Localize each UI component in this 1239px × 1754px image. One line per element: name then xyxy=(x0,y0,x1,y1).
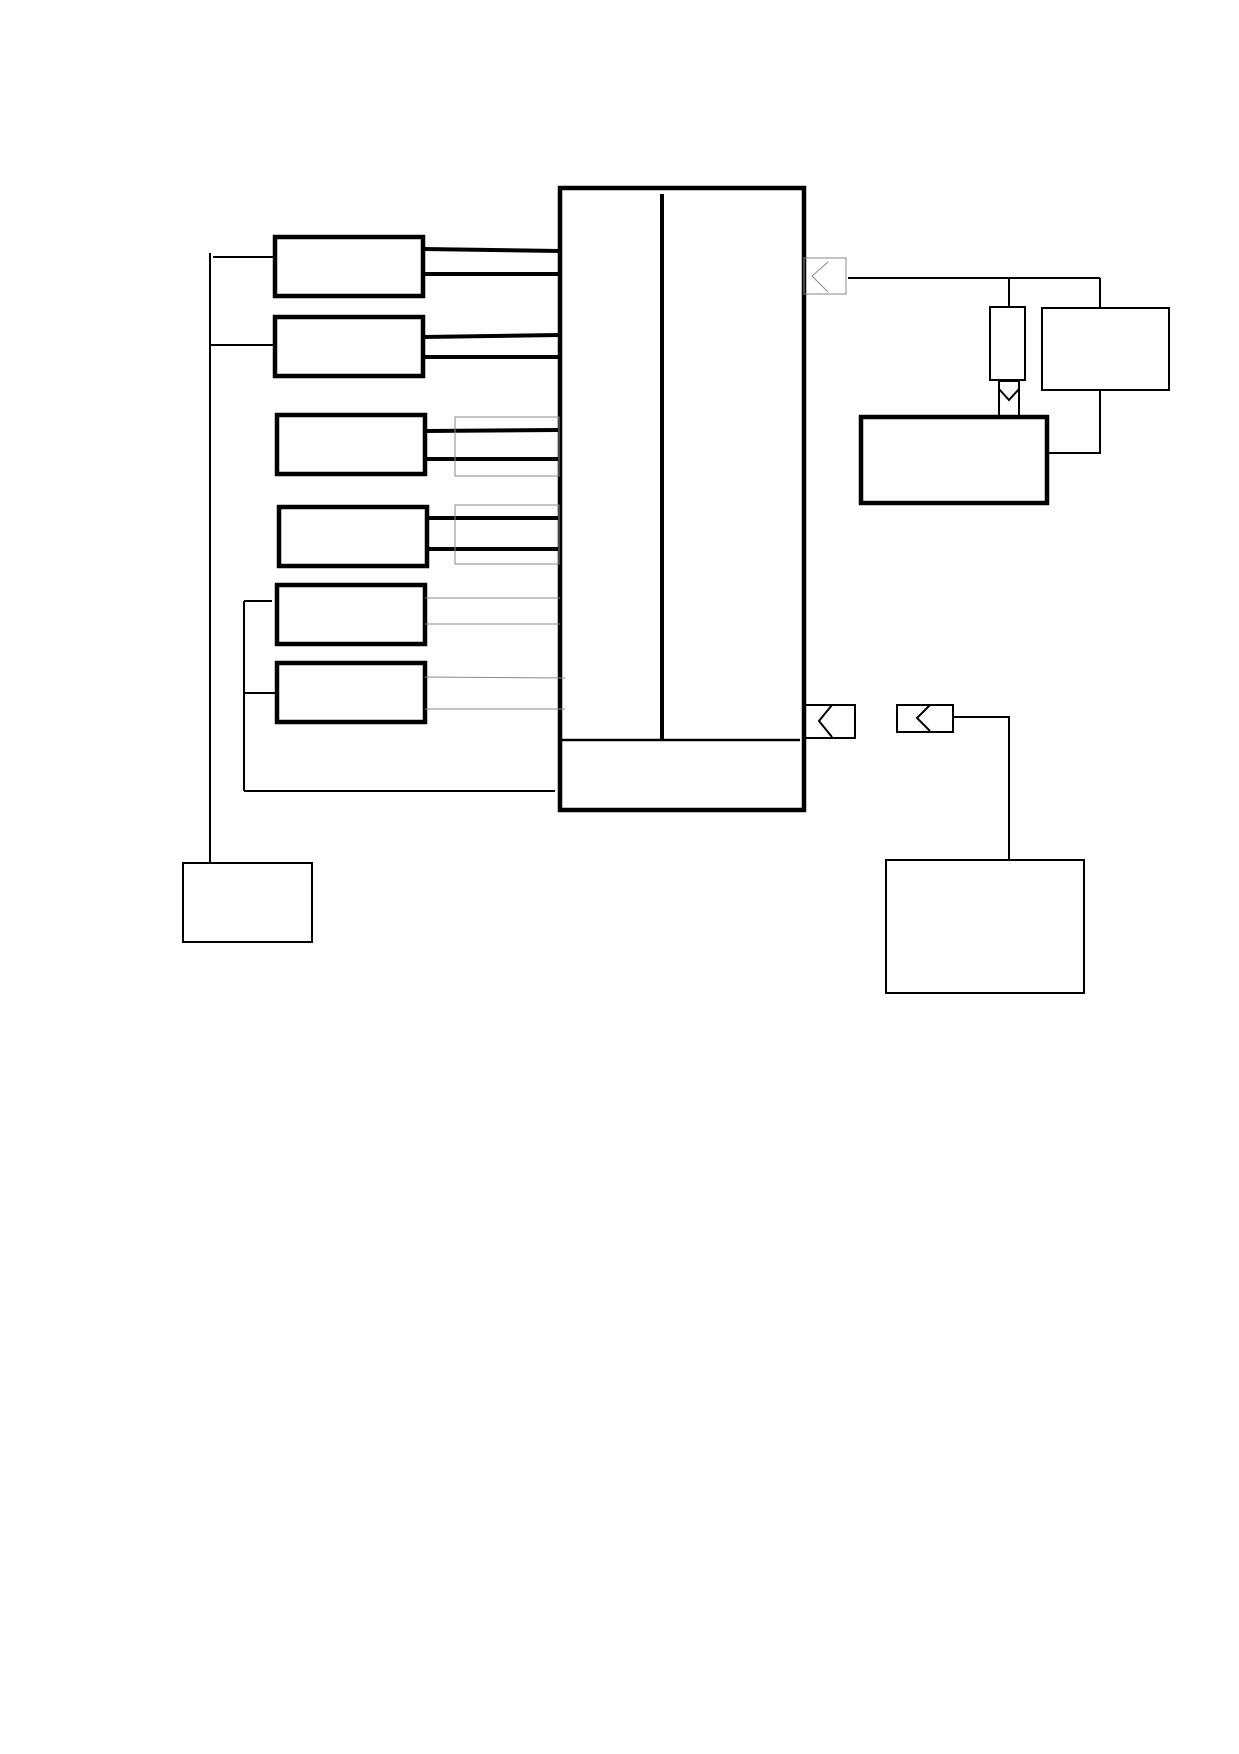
left-bottom-box xyxy=(182,862,313,943)
sensor-element xyxy=(989,306,1026,417)
bus-connections-thick xyxy=(422,247,561,551)
secondary-bus xyxy=(243,600,555,792)
module-5 xyxy=(274,582,428,647)
module-2 xyxy=(272,314,426,379)
faint-guides xyxy=(454,416,560,565)
bottom-connector-left xyxy=(804,704,856,739)
module-1 xyxy=(272,234,426,299)
bottom-connector-right xyxy=(896,704,954,733)
central-unit xyxy=(557,185,807,813)
top-connector xyxy=(803,257,847,295)
right-bottom-box xyxy=(885,859,1085,994)
module-3 xyxy=(274,412,428,477)
right-middle-box xyxy=(858,414,1050,506)
bottom-right-wiring xyxy=(953,716,1010,860)
left-bus xyxy=(209,253,275,863)
right-top-box xyxy=(1041,307,1170,391)
module-4 xyxy=(276,504,430,569)
bus-connections-thin xyxy=(424,597,566,710)
module-6 xyxy=(274,660,428,725)
top-right-wiring xyxy=(848,277,1101,454)
